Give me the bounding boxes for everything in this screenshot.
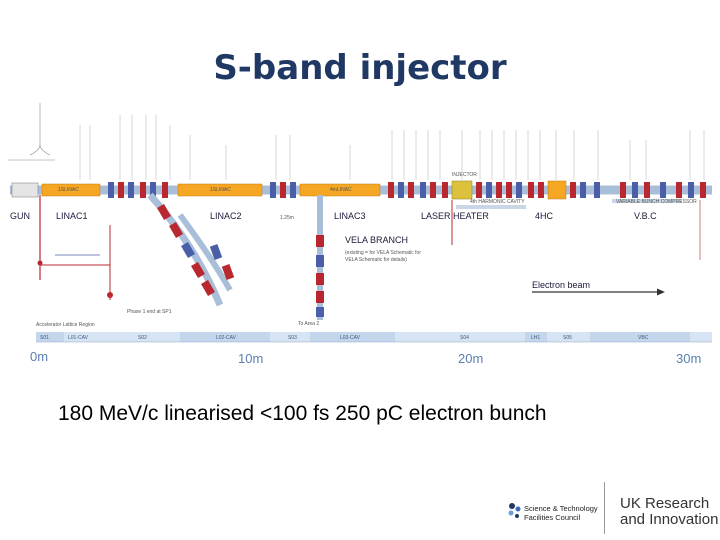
label-gun: GUN: [10, 211, 30, 221]
zone-vbc: VBC: [638, 335, 649, 341]
zone-s01: S01: [40, 335, 49, 341]
stfc-logo-text: Science & Technology Facilities Council: [524, 504, 598, 522]
label-vbc: V.B.C: [634, 211, 657, 221]
vbc-sub-label: VARIABLE BUNCH COMPRESSOR: [616, 199, 697, 205]
zone-l03-cav: L03-CAV: [340, 335, 361, 341]
label-linac3: LINAC3: [334, 211, 366, 221]
distance-0m: 0m: [30, 349, 48, 364]
electron-beam-arrow: [532, 288, 665, 296]
zone-l02-cav: L02-CAV: [216, 335, 237, 341]
label-to-area: To Area 2: [298, 321, 319, 327]
stfc-line1: Science & Technology: [524, 504, 598, 513]
label-length-marker: 1.25m: [280, 215, 294, 221]
ukri-line1: UK Research: [620, 495, 710, 512]
label-vela-branch: VELA BRANCH: [345, 235, 408, 245]
distance-10m: 10m: [238, 351, 263, 366]
zone-band: [36, 332, 712, 343]
ukri-logo: UK Research and Innovation: [620, 496, 718, 528]
linac3-cavity: [299, 183, 381, 197]
injector-schematic: 1SLINAC 1SLINAC 4mLINAC: [8, 103, 712, 366]
label-accel-region: Accelerator Lattice Region: [36, 322, 95, 328]
label-electron-beam: Electron beam: [532, 280, 590, 290]
label-linac2: LINAC2: [210, 211, 242, 221]
gun-cavity: [11, 182, 39, 198]
linac1-cavity: [41, 183, 101, 197]
logo-divider: [604, 482, 605, 534]
ukri-line2: and Innovation: [620, 511, 719, 528]
label-phase1-end: Phase 1 end at SP1: [127, 309, 172, 315]
vbc-block: [612, 199, 682, 203]
linac3-cavity-label: 4mLINAC: [330, 187, 352, 193]
distance-30m: 30m: [676, 351, 701, 366]
zone-s03: S03: [288, 335, 297, 341]
harmonic-cavity-label: 4th HARMONIC CAVITY: [470, 199, 525, 205]
stfc-logo-icon: [508, 503, 521, 518]
linac2-cavity: [177, 183, 263, 197]
magnet-lattice: [108, 180, 706, 200]
injector-label: INJECTOR: [452, 172, 477, 178]
slide-caption: 180 MeV/c linearised <100 fs 250 pC elec…: [58, 402, 547, 425]
label-linac1: LINAC1: [56, 211, 88, 221]
slide-title: S-band injector: [213, 48, 507, 88]
gun-area: [8, 103, 113, 300]
harmonic-cavity-block: [456, 205, 526, 209]
vela-note-line2: VELA Schematic for details): [345, 257, 407, 263]
vela-branch-line: [147, 192, 324, 320]
zone-s05: S05: [563, 335, 572, 341]
component-label-stems: [79, 115, 705, 180]
zone-s04: S04: [460, 335, 469, 341]
zone-s02: S02: [138, 335, 147, 341]
zone-lh1: LH1: [531, 335, 540, 341]
linac1-cavity-label: 1SLINAC: [58, 187, 79, 193]
label-4hc: 4HC: [535, 211, 554, 221]
vela-note-line1: (existing = for VELA Schematic for: [345, 250, 421, 256]
distance-20m: 20m: [458, 351, 483, 366]
stfc-line2: Facilities Council: [524, 513, 581, 522]
zone-l01-cav: L01-CAV: [68, 335, 89, 341]
label-laser-heater: LASER HEATER: [421, 211, 489, 221]
linac2-cavity-label: 1SLINAC: [210, 187, 231, 193]
